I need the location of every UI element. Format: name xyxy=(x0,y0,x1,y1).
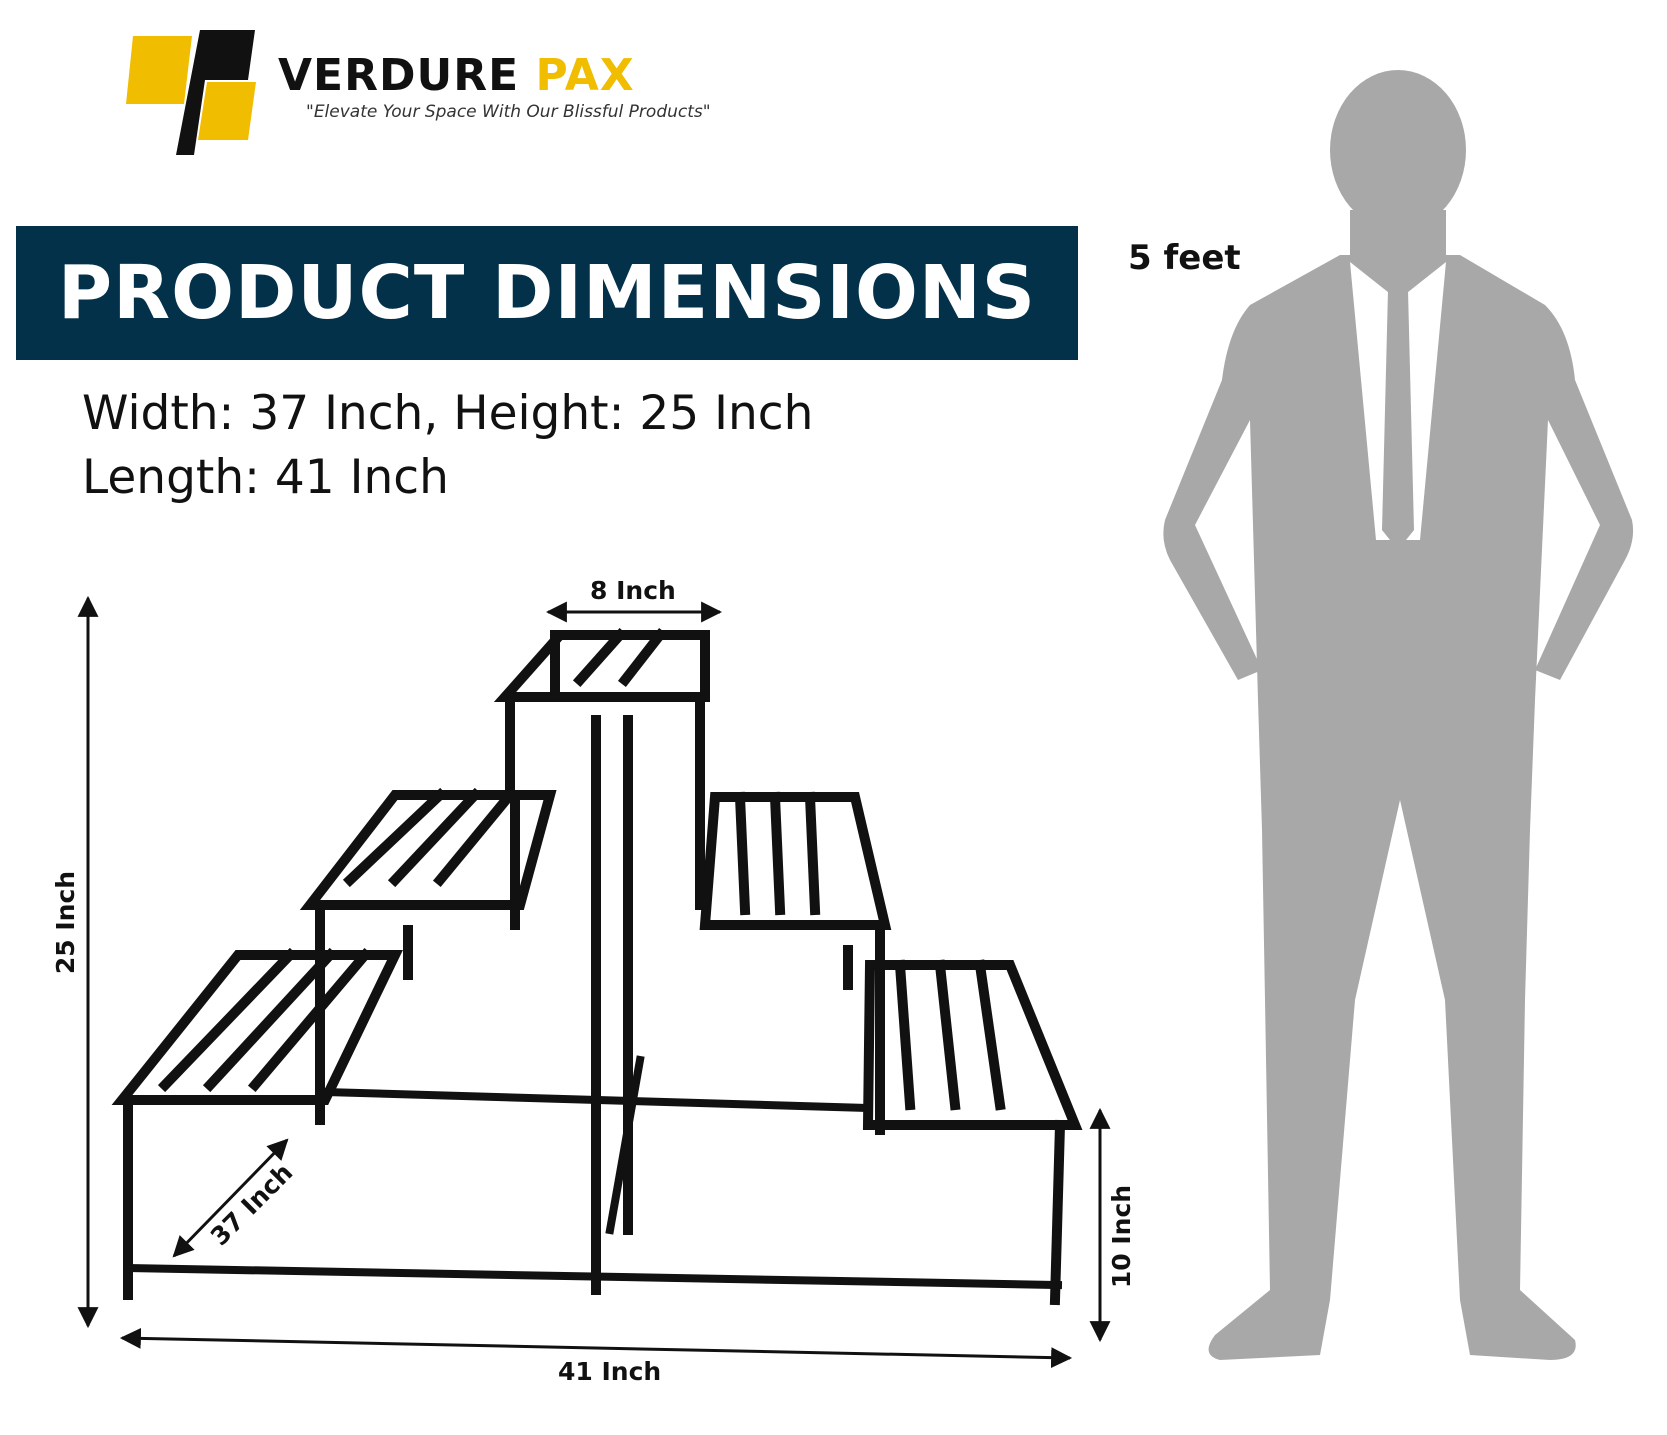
length-label: 41 Inch xyxy=(558,1357,662,1386)
plant-stand-drawing xyxy=(111,627,1083,1306)
dimensions-line-2: Length: 41 Inch xyxy=(82,450,449,505)
top-width-label: 8 Inch xyxy=(590,576,676,605)
banner-title: PRODUCT DIMENSIONS xyxy=(57,250,1037,336)
person-silhouette xyxy=(1163,70,1634,1360)
person-height-label: 5 feet xyxy=(1128,238,1241,278)
logo-mark xyxy=(126,30,256,155)
dimensions-line-1: Width: 37 Inch, Height: 25 Inch xyxy=(82,386,814,441)
dimensions-text: Width: 37 Inch, Height: 25 Inch Length: … xyxy=(82,382,813,510)
brand-name: VERDURE PAX xyxy=(278,50,635,101)
leg-height-label: 10 Inch xyxy=(1107,1184,1137,1289)
title-banner: PRODUCT DIMENSIONS xyxy=(16,226,1078,360)
brand-name-accent: PAX xyxy=(535,50,635,101)
dimension-arrows xyxy=(77,595,1111,1369)
brand-tagline: "Elevate Your Space With Our Blissful Pr… xyxy=(306,102,711,122)
height-label: 25 Inch xyxy=(51,870,81,975)
brand-name-main: VERDURE xyxy=(278,50,520,101)
